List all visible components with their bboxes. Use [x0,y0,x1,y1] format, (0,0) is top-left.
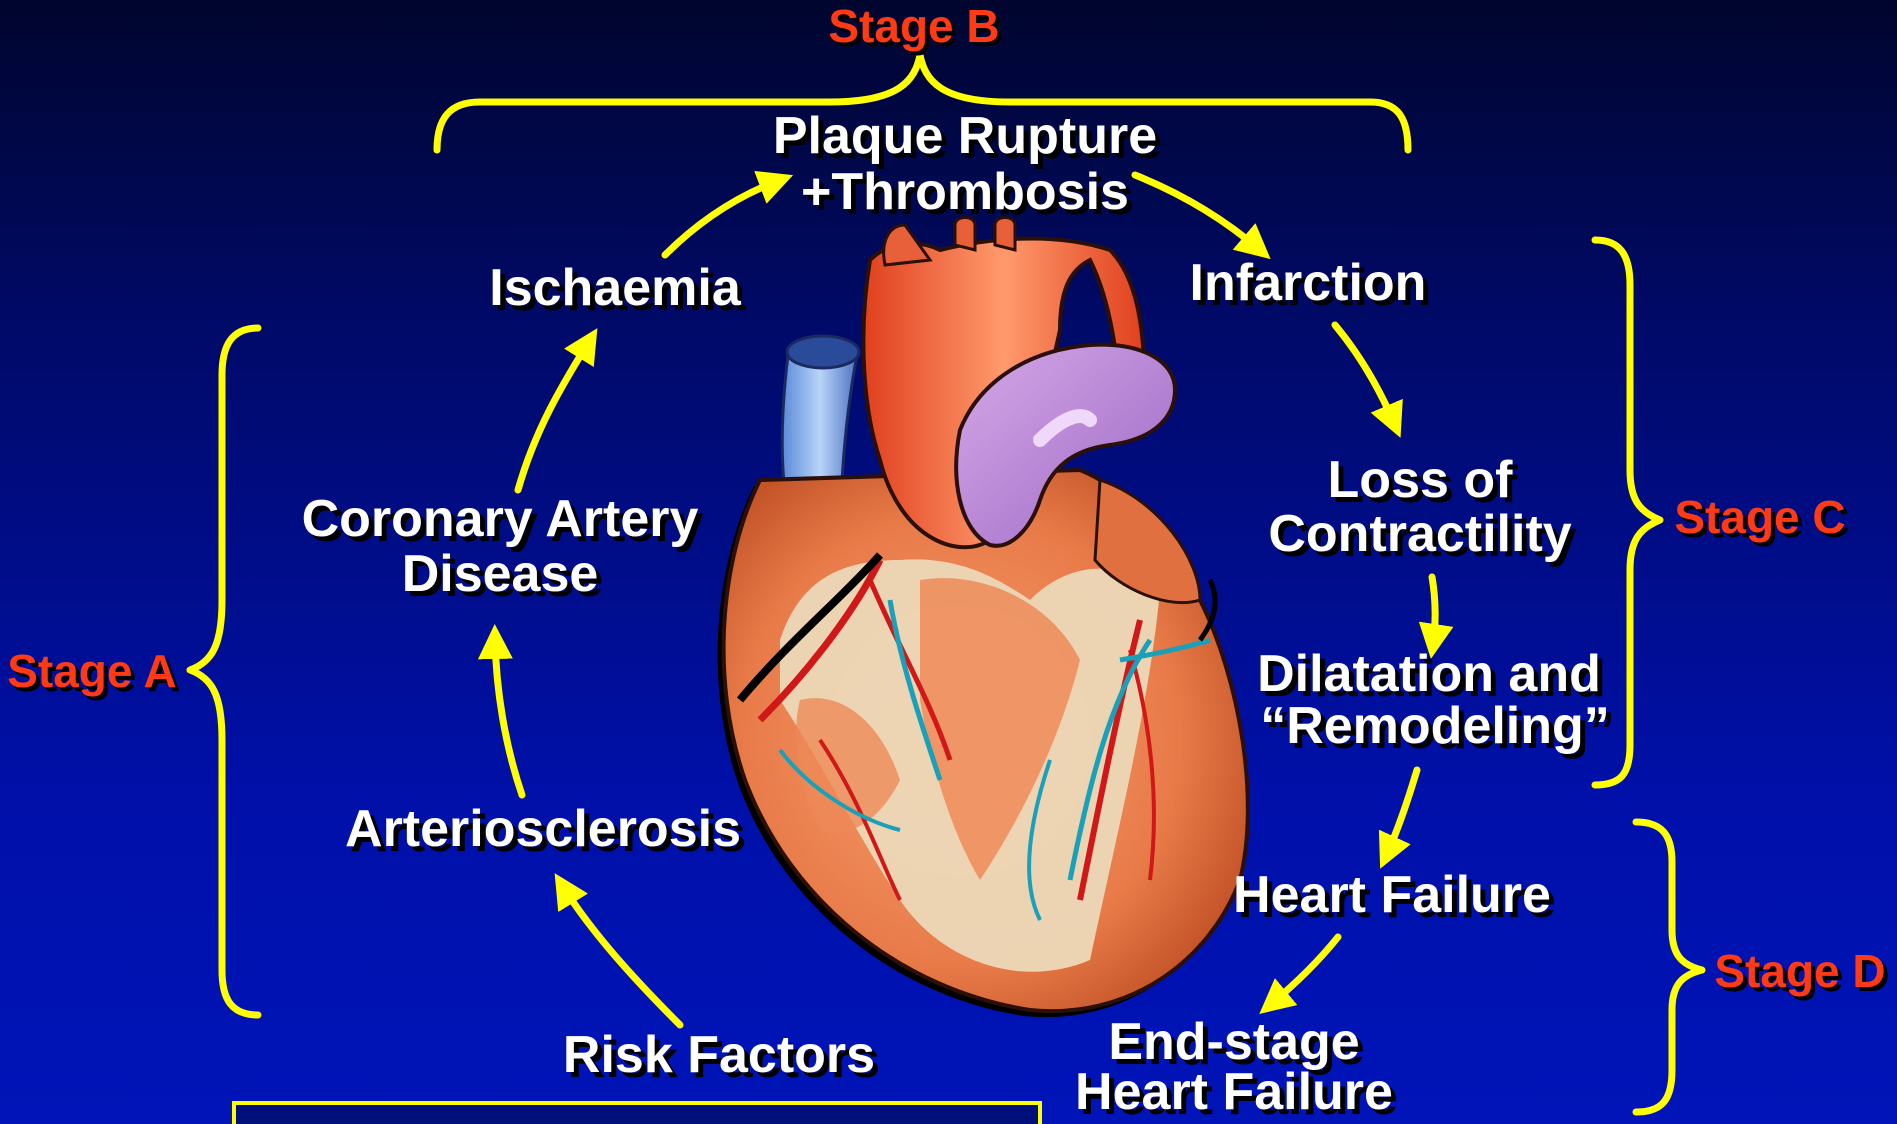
stage-d-label-group: Stage D Stage D [1714,945,1889,1001]
stage-d-brace [1636,822,1702,1112]
node-risk-factors-label: Risk Factors [563,1026,875,1084]
node-plaque-rupture-line1: Plaque Rupture [773,107,1157,165]
node-arteriosclerosis: Arteriosclerosis Arteriosclerosis [345,800,746,863]
node-infarction: Infarction Infarction [1190,254,1432,317]
arrow-infarction-to-loss [1335,325,1395,425]
node-end-stage-line2: Heart Failure [1075,1063,1393,1121]
node-loss-of-contractility: Loss of Loss of Contractility Contractil… [1268,451,1576,568]
arrow-arteriosclerosis-to-coronary [495,638,522,795]
stage-b-label-group: Stage B Stage B [828,0,1003,56]
node-loss-line2: Contractility [1268,505,1571,563]
node-coronary-artery-disease: Coronary Artery Coronary Artery Disease … [302,490,704,608]
node-loss-line1: Loss of [1328,451,1514,509]
node-risk-factors: Risk Factors Risk Factors [563,1026,880,1089]
arrow-risk-to-arteriosclerosis [562,885,680,1025]
stage-a-brace [190,328,258,1015]
node-heart-failure-label: Heart Failure [1233,866,1551,924]
node-dilatation-remodeling: Dilatation and Dilatation and “Remodelin… [1257,645,1615,760]
arrow-loss-to-dilatation [1432,577,1435,645]
node-arteriosclerosis-label: Arteriosclerosis [345,800,741,858]
node-ischaemia-label: Ischaemia [489,259,742,317]
arrow-dilatation-to-heart-failure [1386,770,1417,856]
arrow-coronary-to-ischaemia [518,340,590,490]
node-end-stage-heart-failure: End-stage End-stage Heart Failure Heart … [1075,1013,1398,1124]
node-dilatation-line2: “Remodeling” [1260,697,1610,755]
arrow-plaque-to-infarction [1135,175,1260,250]
stage-c-label-group: Stage C Stage C [1674,491,1849,547]
node-plaque-rupture-line2: +Thrombosis [801,163,1129,221]
stage-a-label-group: Stage A Stage A [7,645,181,701]
node-heart-failure: Heart Failure Heart Failure [1233,866,1556,929]
arrow-ischaemia-to-plaque [665,180,780,255]
risk-factors-box [234,1103,1040,1124]
stage-a-label: Stage A [7,645,177,697]
heart-illustration-icon [718,218,1248,1018]
node-coronary-line1: Coronary Artery [302,490,699,548]
node-infarction-label: Infarction [1190,254,1427,312]
node-plaque-rupture: Plaque Rupture Plaque Rupture +Thrombosi… [773,107,1162,226]
stage-b-label: Stage B [828,0,999,52]
stage-d-label: Stage D [1714,945,1885,997]
stage-c-label: Stage C [1674,491,1845,543]
node-ischaemia: Ischaemia Ischaemia [489,259,747,322]
arrow-heart-failure-to-end-stage [1270,937,1338,1005]
node-dilatation-line1: Dilatation and [1257,645,1601,703]
node-coronary-line2: Disease [402,545,599,603]
